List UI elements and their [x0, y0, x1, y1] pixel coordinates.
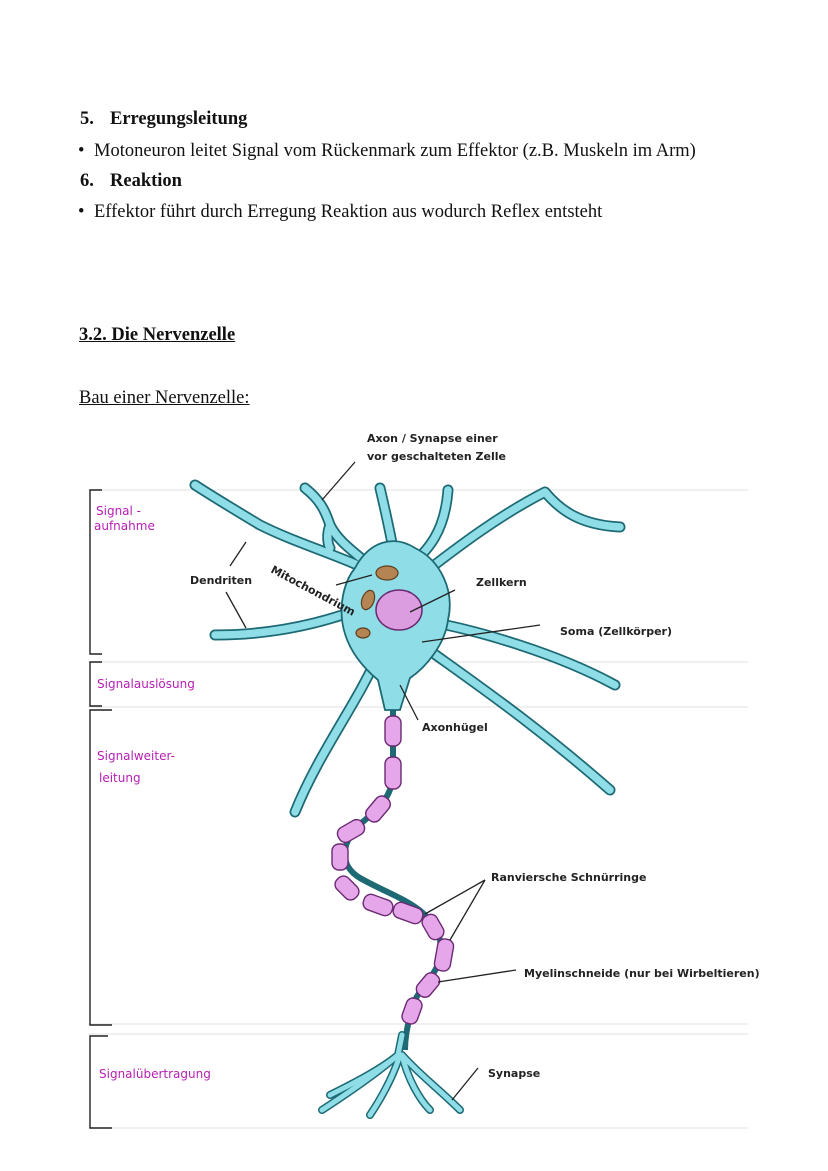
bullet-text: Effektor führt durch Erregung Reaktion a…: [94, 202, 603, 222]
phase-uebertragung-label: Signalübertragung: [99, 1067, 211, 1081]
myelin-label: Myelinschneide (nur bei Wirbeltieren): [524, 967, 760, 980]
bullet-item: • Motoneuron leitet Signal vom Rückenmark…: [78, 141, 696, 162]
axon: [331, 710, 455, 1051]
bracket-weiterleitung: [89, 709, 112, 1026]
bullet-text: Motoneuron leitet Signal vom Rückenmark …: [94, 141, 696, 161]
pointer-lines: [225, 461, 541, 1101]
zellkern-label: Zellkern: [476, 576, 527, 589]
axon-synapse-label: Axon / Synapse einer: [367, 432, 498, 445]
axonhuegel-label: Axonhügel: [422, 721, 488, 734]
chapter-heading: 3.2. Die Nervenzelle: [79, 325, 236, 345]
section-6-heading: 6. Reaktion: [80, 171, 182, 192]
phase-weiterleitung-label: Signalweiter-: [97, 749, 175, 763]
phase-aufnahme-label: Signal -: [96, 504, 141, 518]
soma-label: Soma (Zellkörper): [560, 625, 672, 638]
section-title: Erregungsleitung: [110, 109, 248, 129]
ranvier-label: Ranviersche Schnürringe: [491, 871, 646, 884]
bracket-ausloesung: [89, 661, 102, 707]
bullet-dot: •: [78, 202, 85, 222]
synapse-label: Synapse: [488, 1067, 540, 1080]
section-number: 5.: [80, 109, 94, 129]
bracket-aufnahme: [89, 489, 102, 655]
bullet-item: • Effektor führt durch Erregung Reaktion …: [78, 202, 602, 223]
section-title: Reaktion: [110, 171, 182, 191]
phase-brackets: [89, 489, 112, 1129]
section-5-heading: 5. Erregungsleitung: [80, 109, 247, 130]
section-number: 6.: [80, 171, 94, 191]
mitochondria: [355, 565, 399, 639]
subheading: Bau einer Nervenzelle:: [79, 388, 250, 408]
bracket-uebertragung: [89, 1035, 112, 1129]
bullet-dot: •: [78, 141, 85, 161]
axon-terminals: [318, 1031, 464, 1119]
ruled-lines: [88, 489, 748, 1129]
neuron-diagram: Signal - aufnahme Signalauslösung Signal…: [88, 432, 760, 1129]
axon-synapse-label: vor geschalteten Zelle: [367, 450, 506, 463]
phase-aufnahme-label: aufnahme: [94, 519, 155, 533]
phase-weiterleitung-label: leitung: [99, 771, 141, 785]
phase-ausloesung-label: Signalauslösung: [97, 677, 195, 691]
dendriten-label: Dendriten: [190, 574, 252, 587]
nucleus: [375, 589, 423, 631]
